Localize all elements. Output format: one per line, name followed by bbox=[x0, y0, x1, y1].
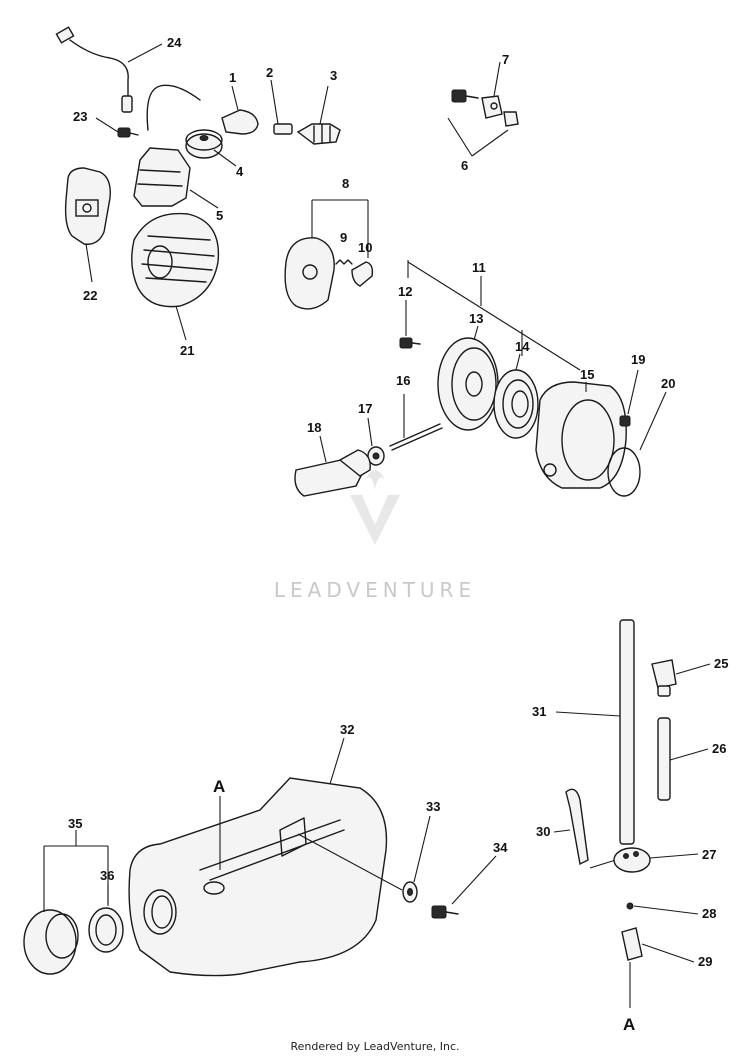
watermark-logo bbox=[350, 470, 400, 545]
part-22-ignition-coil bbox=[64, 167, 111, 283]
label-27: 27 bbox=[702, 847, 716, 862]
label-20: 20 bbox=[661, 376, 675, 391]
label-22: 22 bbox=[83, 288, 97, 303]
label-19: 19 bbox=[631, 352, 645, 367]
label-3: 3 bbox=[330, 68, 337, 83]
label-10: 10 bbox=[358, 240, 372, 255]
part-18-handle bbox=[294, 435, 371, 497]
part-2-fitting bbox=[270, 79, 293, 135]
part-29-fuel-filter bbox=[621, 927, 695, 1008]
part-21-flywheel bbox=[131, 212, 220, 341]
part-28-clip bbox=[626, 902, 699, 915]
label-1: 1 bbox=[229, 70, 236, 85]
label-18: 18 bbox=[307, 420, 321, 435]
label-32: 32 bbox=[340, 722, 354, 737]
part-32-fuel-tank bbox=[128, 737, 388, 977]
label-6: 6 bbox=[461, 158, 468, 173]
part-1-boot bbox=[221, 85, 259, 135]
reference-mark-a-tank: A bbox=[213, 777, 225, 796]
part-26-hose bbox=[657, 717, 709, 801]
label-16: 16 bbox=[396, 373, 410, 388]
part-6-7-hardware bbox=[447, 61, 519, 157]
label-24: 24 bbox=[167, 35, 182, 50]
label-13: 13 bbox=[469, 311, 483, 326]
label-14: 14 bbox=[515, 339, 530, 354]
label-28: 28 bbox=[702, 906, 716, 921]
label-12: 12 bbox=[398, 284, 412, 299]
label-9: 9 bbox=[340, 230, 347, 245]
part-15-starter-housing bbox=[535, 381, 627, 489]
label-17: 17 bbox=[358, 401, 372, 416]
label-30: 30 bbox=[536, 824, 550, 839]
part-3-spark-plug bbox=[296, 85, 341, 145]
part-36-gasket bbox=[88, 884, 124, 953]
part-20-gasket bbox=[607, 391, 667, 497]
label-36: 36 bbox=[100, 868, 114, 883]
part-31-fuel-tube bbox=[555, 619, 635, 845]
part-11-starter-group bbox=[407, 260, 581, 371]
part-12-screw bbox=[399, 300, 421, 349]
label-2: 2 bbox=[266, 65, 273, 80]
label-15: 15 bbox=[580, 367, 594, 382]
labels: 1 2 3 4 5 6 7 8 9 10 11 12 13 14 15 16 1… bbox=[68, 35, 728, 969]
label-8: 8 bbox=[342, 176, 349, 191]
part-5-air-cleaner bbox=[133, 84, 219, 209]
label-33: 33 bbox=[426, 799, 440, 814]
part-19-screw bbox=[619, 369, 639, 427]
label-7: 7 bbox=[502, 52, 509, 67]
part-23-screw bbox=[95, 117, 139, 138]
label-5: 5 bbox=[216, 208, 223, 223]
part-27-grommet bbox=[613, 847, 699, 873]
watermark-text: LEADVENTURE bbox=[274, 578, 476, 602]
part-8-pawl-assembly bbox=[284, 199, 369, 310]
part-33-washer bbox=[297, 815, 431, 903]
part-10-pawl bbox=[351, 261, 374, 287]
label-31: 31 bbox=[532, 704, 546, 719]
label-25: 25 bbox=[714, 656, 728, 671]
label-26: 26 bbox=[712, 741, 726, 756]
label-29: 29 bbox=[698, 954, 712, 969]
label-4: 4 bbox=[236, 164, 244, 179]
label-21: 21 bbox=[180, 343, 194, 358]
label-11: 11 bbox=[472, 260, 486, 275]
part-24-wire-lead bbox=[55, 26, 163, 113]
label-34: 34 bbox=[493, 840, 508, 855]
part-9-spring bbox=[335, 259, 353, 265]
part-4-filter bbox=[185, 129, 237, 167]
part-17-bushing bbox=[367, 417, 385, 466]
part-34-screw bbox=[431, 855, 497, 919]
part-14-recoil-spring bbox=[493, 353, 539, 439]
part-35-fuel-cap bbox=[23, 830, 109, 975]
part-25-cap-filter bbox=[651, 659, 711, 697]
footer-credit: Rendered by LeadVenture, Inc. bbox=[290, 1040, 460, 1053]
reference-mark-a-filter: A bbox=[623, 1015, 635, 1034]
part-30-hose bbox=[553, 788, 623, 869]
part-13-pulley bbox=[437, 325, 499, 431]
part-16-rope bbox=[389, 394, 443, 451]
label-35: 35 bbox=[68, 816, 82, 831]
label-23: 23 bbox=[73, 109, 87, 124]
